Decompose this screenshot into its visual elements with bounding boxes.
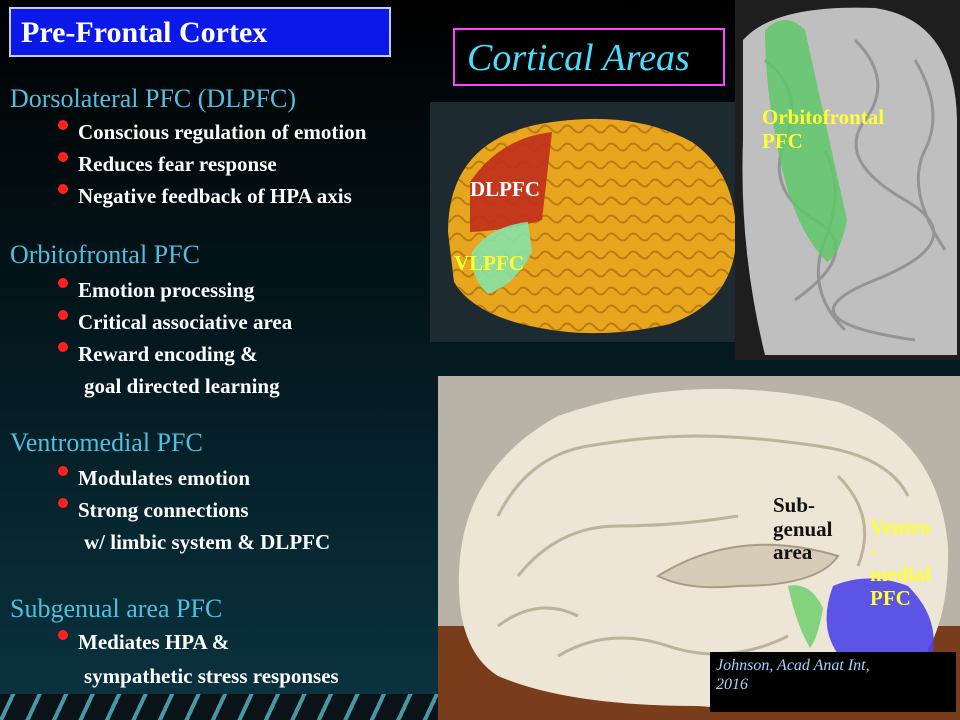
slide-title: Pre-Frontal Cortex	[21, 16, 268, 49]
vlpfc-region	[471, 222, 532, 294]
bullet-dot-icon	[58, 466, 68, 476]
bullet-dot-icon	[58, 630, 68, 640]
bullet-item: Strong connections	[58, 498, 249, 523]
subgenual-label: Sub- genual area	[773, 493, 833, 565]
bullet-dot-icon	[58, 278, 68, 288]
heading-subgenual: Subgenual area PFC	[10, 594, 223, 623]
cortical-areas-label: Cortical Areas	[467, 37, 690, 79]
medial-brain-shape	[458, 388, 949, 708]
heading-ventromedial: Ventromedial PFC	[10, 428, 203, 457]
orbitofrontal-region	[765, 20, 847, 262]
bullet-dot-icon	[58, 184, 68, 194]
vlpfc-label: VLPFC	[454, 251, 524, 275]
title-banner: Pre-Frontal Cortex	[9, 7, 391, 57]
decorative-stripes	[0, 694, 440, 720]
bullet-item: Reward encoding &	[58, 342, 258, 367]
dlpfc-region	[470, 132, 552, 232]
bullet-item: Reduces fear response	[58, 152, 277, 177]
ventromedial-region	[826, 578, 934, 660]
bullet-continuation: sympathetic stress responses	[84, 664, 339, 688]
bullet-dot-icon	[58, 152, 68, 162]
bullet-continuation: w/ limbic system & DLPFC	[84, 530, 331, 554]
bullet-dot-icon	[58, 498, 68, 508]
orbitofrontal-brain-drawing	[735, 0, 960, 360]
citation: Johnson, Acad Anat Int, 2016	[716, 657, 870, 694]
lateral-brain-image: DLPFC VLPFC	[430, 102, 742, 342]
bullet-item: Mediates HPA &	[58, 630, 229, 655]
bullet-item: Critical associative area	[58, 310, 292, 335]
heading-dlpfc: Dorsolateral PFC (DLPFC)	[10, 84, 296, 113]
medial-brain-drawing	[438, 376, 960, 720]
ventromedial-label: Ventro - medial PFC	[870, 515, 931, 610]
orbitofrontal-label: Orbitofrontal PFC	[762, 105, 885, 153]
corpus-callosum	[655, 543, 840, 589]
subgenual-region	[788, 585, 823, 648]
bullet-item: Negative feedback of HPA axis	[58, 184, 352, 209]
bullet-item: Emotion processing	[58, 278, 254, 303]
dlpfc-label: DLPFC	[470, 177, 540, 201]
orbitofrontal-brain-image: Orbitofrontal PFC	[735, 0, 960, 360]
bullet-item: Conscious regulation of emotion	[58, 120, 366, 145]
bullet-continuation: goal directed learning	[84, 374, 280, 398]
lateral-brain-drawing	[448, 118, 737, 334]
citation-box: Johnson, Acad Anat Int, 2016	[710, 652, 956, 712]
heading-orbitofrontal: Orbitofrontal PFC	[10, 240, 200, 269]
bullet-dot-icon	[58, 342, 68, 352]
cortical-areas-box: Cortical Areas	[453, 28, 725, 86]
bullet-item: Modulates emotion	[58, 466, 250, 491]
bullet-dot-icon	[58, 120, 68, 130]
bullet-dot-icon	[58, 310, 68, 320]
